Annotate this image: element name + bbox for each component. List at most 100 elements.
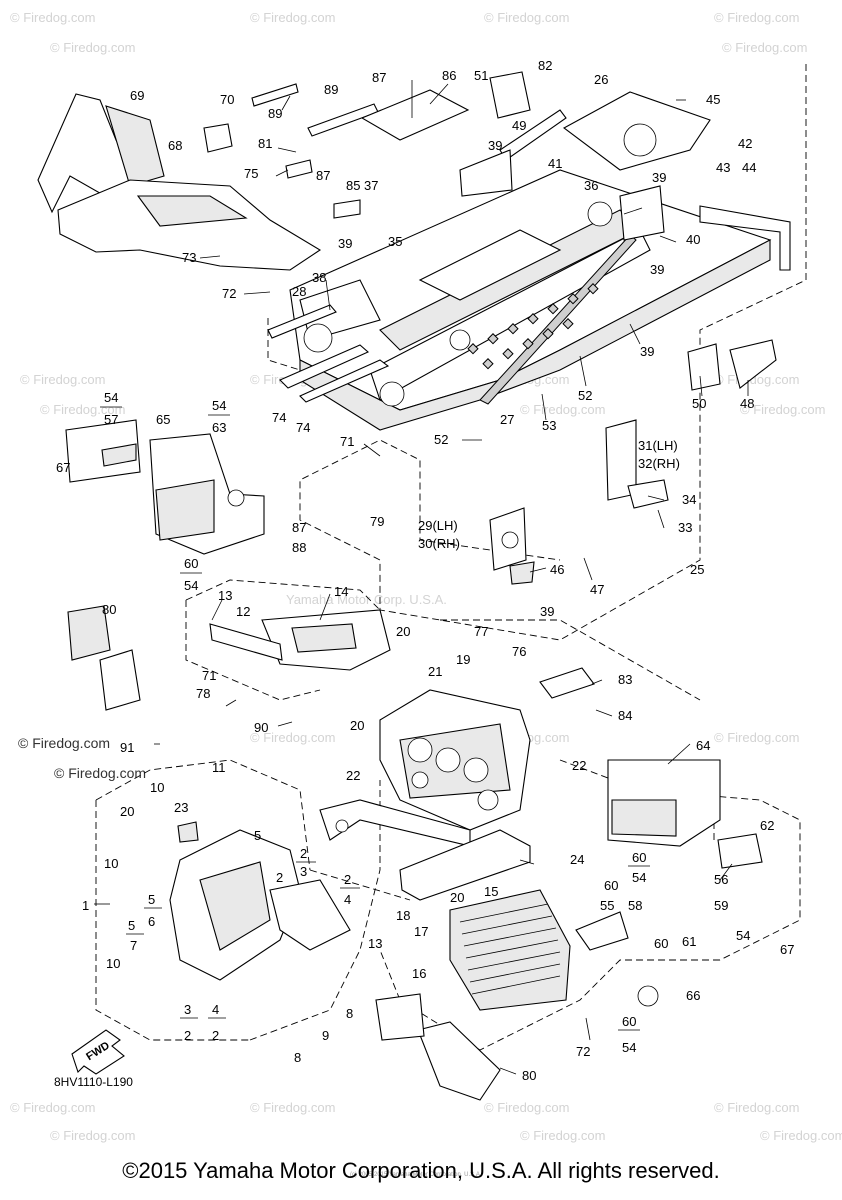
callout-c89b: 89 [324,82,338,97]
callout-c86: 86 [442,68,456,83]
callout-c30: 30(RH) [418,536,460,551]
callout-c20d: 20 [450,890,464,905]
callout-c22a: 22 [346,768,360,783]
callout-c72b: 72 [576,1044,590,1059]
callout-c18: 18 [396,908,410,923]
callout-c2b: 2 [276,870,283,885]
callout-c2c: 2 [344,872,351,887]
tunnel-vents [467,283,599,370]
callout-c49: 49 [512,118,526,133]
leader-lines [94,80,749,1075]
callout-c77: 77 [474,624,488,639]
svg-text:© Firedog.com: © Firedog.com [484,1100,569,1115]
svg-text:© Firedog.com: © Firedog.com [50,1128,135,1143]
copyright-notice: ©2015 Yamaha Motor Corporation, U.S.A. A… [122,1158,720,1183]
callout-c12: 12 [236,604,250,619]
callout-c73: 73 [182,250,196,265]
callout-c54d: 54 [632,870,646,885]
callout-c13b: 13 [368,936,382,951]
callout-c20a: 20 [396,624,410,639]
callout-c85: 85 [346,178,360,193]
callout-c13a: 13 [218,588,232,603]
callout-c38: 38 [312,270,326,285]
steering-hoop [37,93,322,271]
callout-c82: 82 [538,58,552,73]
callout-c52a: 52 [578,388,592,403]
callout-c87c: 87 [292,520,306,535]
svg-text:© Firedog.com: © Firedog.com [740,402,825,417]
callout-c16: 16 [412,966,426,981]
callout-c83: 83 [618,672,632,687]
callout-c71a: 71 [340,434,354,449]
callout-c1: 1 [82,898,89,913]
callout-c3a: 3 [300,864,307,879]
shock-mount-block [65,419,265,555]
callout-c39f: 39 [540,604,554,619]
callout-c60b: 60 [632,850,646,865]
callout-c53: 53 [542,418,556,433]
front-frame-assembly [67,605,763,1101]
callout-c69: 69 [130,88,144,103]
callout-c6: 6 [148,914,155,929]
callout-c28: 28 [292,284,306,299]
callout-c17: 17 [414,924,428,939]
forward-arrow-icon: FWD [71,1029,125,1075]
callout-c74b: 74 [296,420,310,435]
callout-c40: 40 [686,232,700,247]
callout-c3b: 3 [184,1002,191,1017]
callout-c58: 58 [628,898,642,913]
callout-c7: 7 [130,938,137,953]
callout-c15: 15 [484,884,498,899]
callout-c8b: 8 [294,1050,301,1065]
callout-c5a: 5 [254,828,261,843]
callout-c60c: 60 [604,878,618,893]
svg-text:© Firedog.com: © Firedog.com [10,10,95,25]
callout-c29: 29(LH) [418,518,458,533]
svg-text:© Firedog.com: © Firedog.com [50,40,135,55]
callout-c48: 48 [740,396,754,411]
callout-c51: 51 [474,68,488,83]
svg-text:© Firedog.com: © Firedog.com [714,1100,799,1115]
callout-c60e: 60 [622,1014,636,1029]
callout-c26: 26 [594,72,608,87]
callout-c9: 9 [322,1028,329,1043]
callout-c8a: 8 [346,1006,353,1021]
svg-text:© Firedog.com: © Firedog.com [20,372,105,387]
svg-text:© Firedog.com: © Firedog.com [760,1128,842,1143]
callout-c25: 25 [690,562,704,577]
callout-c57: 57 [104,412,118,427]
callout-c45: 45 [706,92,720,107]
callout-c71b: 71 [202,668,216,683]
callout-c34: 34 [682,492,696,507]
callout-c35: 35 [388,234,402,249]
callout-c80b: 80 [522,1068,536,1083]
callout-c10c: 10 [106,956,120,971]
svg-text:© Firedog.com: © Firedog.com [54,765,146,781]
callout-c84: 84 [618,708,632,723]
callout-c36: 36 [584,178,598,193]
callout-c74a: 74 [272,410,286,425]
callout-c54e: 54 [736,928,750,943]
callout-c88: 88 [292,540,306,555]
callout-c50: 50 [692,396,706,411]
svg-text:© Firedog.com: © Firedog.com [250,730,335,745]
callout-c54f: 54 [622,1040,636,1055]
fine-print: (c) 2005-2015 Yamaha Motor Corporation, … [350,1172,482,1178]
callout-c87b: 87 [316,168,330,183]
callout-c81: 81 [258,136,272,151]
callout-c32: 32(RH) [638,456,680,471]
callout-c23: 23 [174,800,188,815]
callout-c56: 56 [714,872,728,887]
callout-c39e: 39 [640,344,654,359]
callout-c87a: 87 [372,70,386,85]
callout-c33: 33 [678,520,692,535]
callout-c67a: 67 [56,460,70,475]
callout-c79: 79 [370,514,384,529]
callout-c64: 64 [696,738,710,753]
svg-text:© Firedog.com: © Firedog.com [250,1100,335,1115]
callout-c90: 90 [254,720,268,735]
callout-c5b: 5 [148,892,155,907]
callout-c27: 27 [500,412,514,427]
svg-text:© Firedog.com: © Firedog.com [520,402,605,417]
